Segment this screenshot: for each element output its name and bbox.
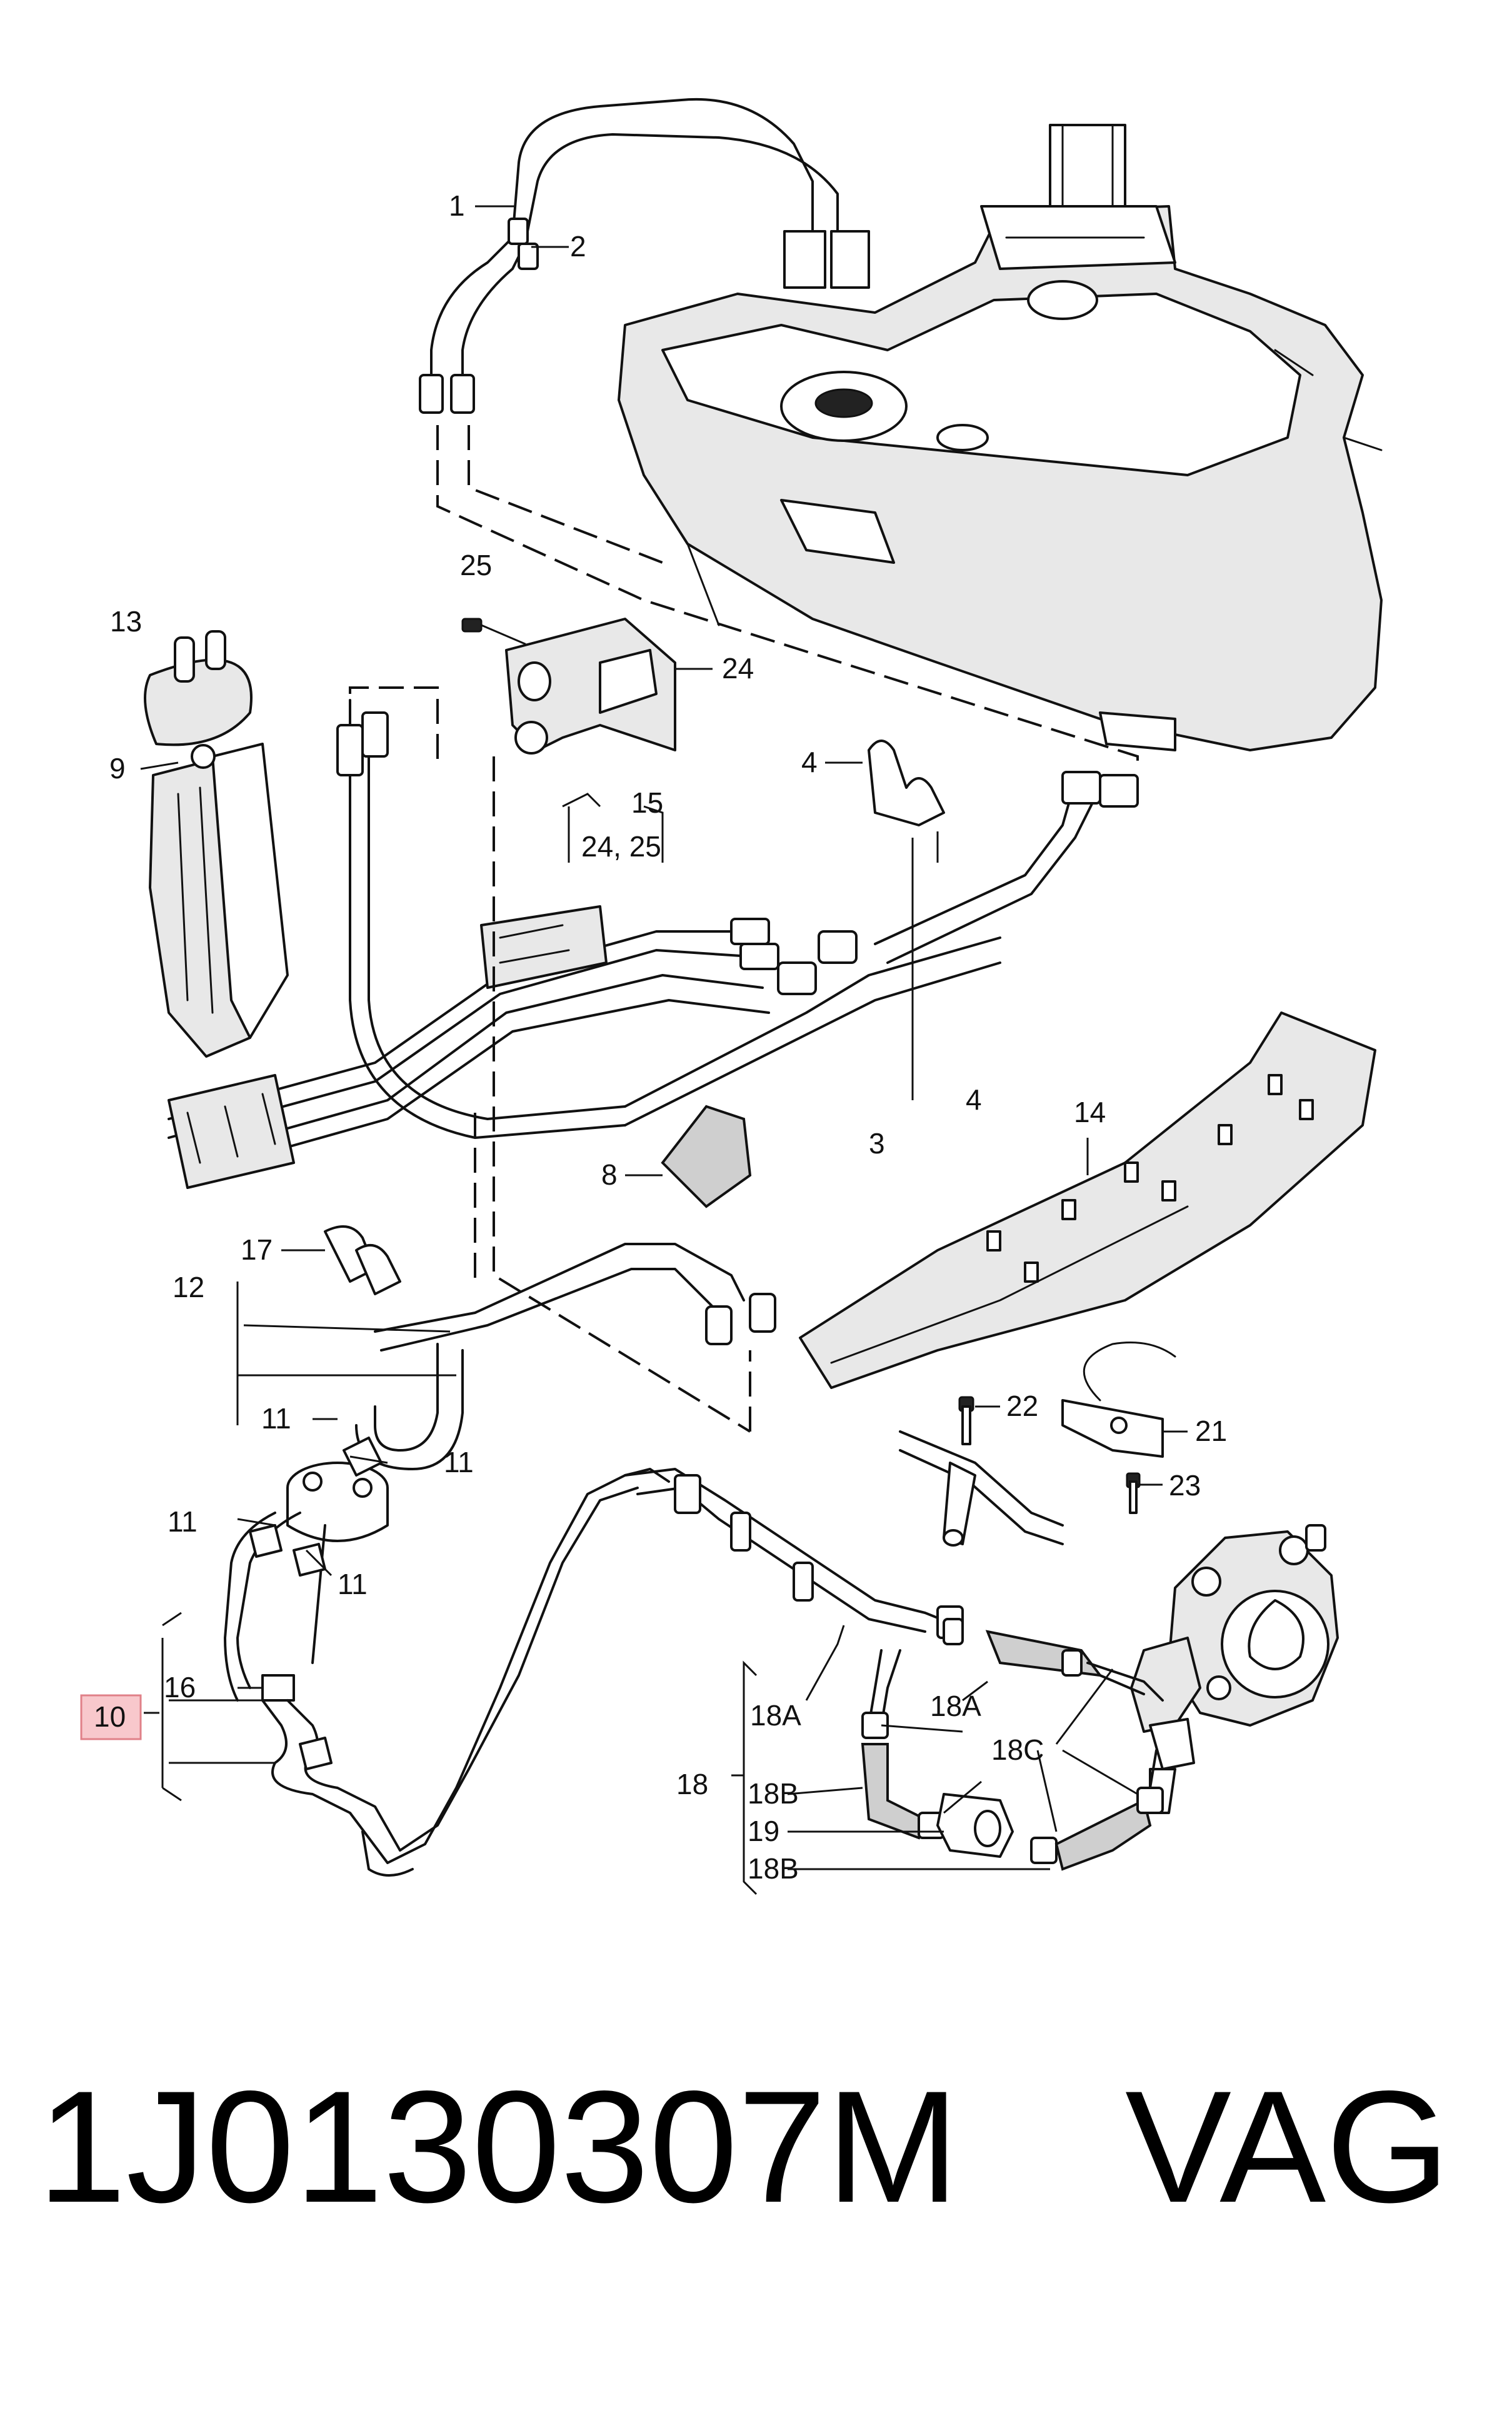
callout-14: 14	[1074, 1096, 1106, 1128]
brand-name: VAG	[1125, 2058, 1450, 2236]
callout-4-bottom: 4	[966, 1083, 982, 1116]
callout-3: 3	[869, 1127, 885, 1160]
callout-18c: 18C	[991, 1733, 1044, 1766]
callout-18: 18	[676, 1768, 708, 1800]
callout-15-sub: 24, 25	[581, 830, 661, 863]
underbody-shield-14	[799, 1011, 1376, 1389]
callout-18a-left: 18A	[750, 1699, 801, 1732]
callout-10-highlight[interactable]: 10	[80, 1694, 142, 1740]
callout-25: 25	[460, 549, 492, 581]
filter-bracket-assembly	[140, 630, 289, 1058]
callout-11-a: 11	[261, 1402, 291, 1435]
callout-22: 22	[1006, 1390, 1038, 1422]
callout-11-c: 11	[168, 1505, 198, 1538]
callout-23: 23	[1169, 1469, 1201, 1502]
callout-10-box[interactable]	[80, 1694, 142, 1740]
callout-18a-right: 18A	[930, 1690, 981, 1722]
fuel-pump-assembly	[1130, 1524, 1339, 1814]
callout-15: 15	[631, 786, 663, 819]
part-number: 1J0130307M	[38, 2058, 959, 2236]
callout-13: 13	[110, 605, 142, 638]
callout-16: 16	[164, 1671, 196, 1703]
callout-2: 2	[570, 230, 586, 263]
fuel-filter-assembly	[224, 1343, 464, 1702]
hose-set-18	[731, 1618, 1164, 1895]
callout-1: 1	[449, 189, 465, 222]
callout-11-b: 11	[444, 1446, 474, 1478]
fuel-tank	[618, 124, 1383, 751]
pad-8	[625, 1105, 752, 1208]
callout-9: 9	[109, 752, 126, 785]
callout-21: 21	[1195, 1415, 1227, 1447]
callout-10: 10	[94, 1700, 126, 1733]
callout-12: 12	[173, 1271, 204, 1303]
callout-24: 24	[722, 652, 754, 685]
callout-8: 8	[601, 1158, 618, 1191]
callout-4-top: 4	[801, 746, 818, 778]
callout-labels: 1 2 25 13 24 9 4 15 24, 25 4 3 14 8 17 1…	[109, 189, 1227, 1885]
bracket-21	[899, 1342, 1188, 1547]
bracket-24	[461, 618, 713, 863]
callout-18b-top: 18B	[748, 1777, 799, 1810]
fuel-line-10	[144, 1468, 964, 1877]
callout-17: 17	[241, 1233, 273, 1266]
clip-4	[825, 740, 945, 1100]
callout-18b-bottom: 18B	[748, 1852, 799, 1885]
underbody-line-bundle	[168, 686, 1139, 1433]
clips-on-shield	[986, 1074, 1314, 1283]
callout-11-d: 11	[338, 1568, 368, 1600]
fuel-lines-1-2	[419, 98, 1139, 769]
callout-19: 19	[748, 1815, 779, 1847]
return-lines-12	[236, 1225, 776, 1425]
